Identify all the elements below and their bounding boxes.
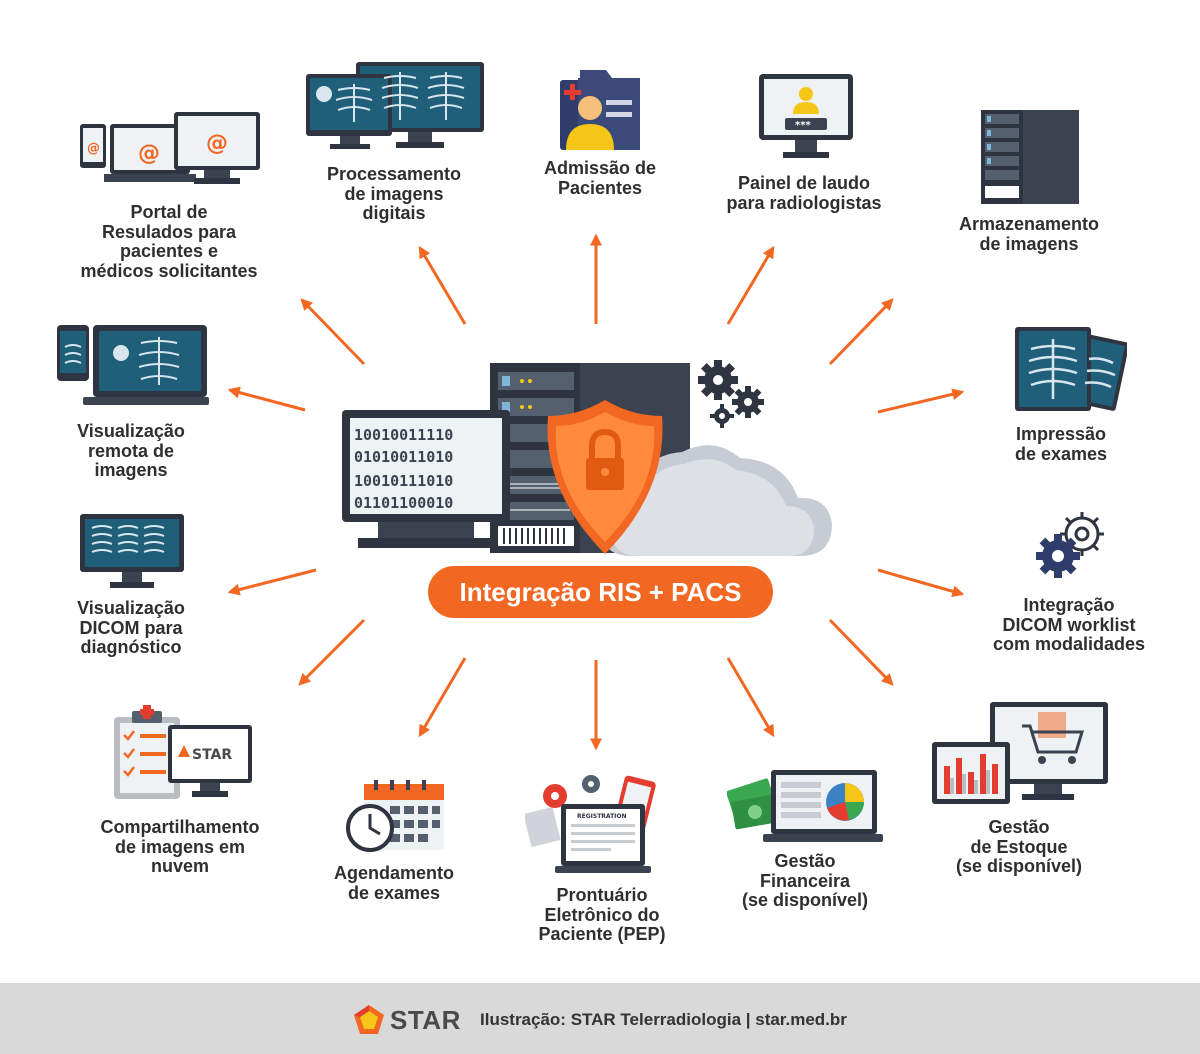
arrow-estoque xyxy=(828,618,894,686)
shield-lock-icon xyxy=(547,400,663,554)
central-ris-pacs-illustration: 10010011110 01010011010 10010111010 0110… xyxy=(342,360,832,556)
gear-icon xyxy=(698,360,764,428)
printed-xray-films-illustration xyxy=(1015,327,1127,411)
binary-line-1: 10010011110 xyxy=(354,426,453,444)
dicom-monitor-illustration xyxy=(80,514,184,588)
arrow-financeira xyxy=(726,657,775,738)
electronic-record-laptop-illustration: REGISTRATION xyxy=(525,775,656,873)
arrow-worklist xyxy=(877,568,965,598)
radiologist-login-monitor-illustration: *** xyxy=(759,74,853,158)
arrow-armazenamento xyxy=(828,298,894,366)
ris-pacs-badge: Integração RIS + PACS xyxy=(428,566,773,618)
inventory-monitor-illustration xyxy=(932,702,1108,804)
storage-server-illustration xyxy=(981,110,1079,204)
gear-icon xyxy=(1060,512,1104,556)
binary-line-3: 10010111010 xyxy=(354,472,453,490)
xray-monitors-illustration xyxy=(306,62,484,149)
email-icon: @ xyxy=(138,141,160,166)
arrow-portal xyxy=(300,298,366,366)
star-logo-icon xyxy=(354,1005,384,1034)
calendar-clock-illustration xyxy=(346,780,444,852)
star-footer-logo: STAR xyxy=(352,1003,464,1037)
patient-folder-illustration xyxy=(560,70,640,150)
password-dots: *** xyxy=(795,120,811,131)
arrow-impressao xyxy=(877,388,965,414)
pie-chart-icon xyxy=(826,783,864,821)
arrow-processamento xyxy=(418,245,467,325)
registration-text: REGISTRATION xyxy=(577,813,627,820)
email-icon: @ xyxy=(87,141,100,156)
multi-device-email-illustration: @ @ @ xyxy=(80,112,260,184)
arrow-dicom-diag xyxy=(227,568,317,596)
footer: STAR Ilustração: STAR Telerradiologia | … xyxy=(0,983,1200,1054)
arrow-remota xyxy=(227,386,306,412)
email-icon: @ xyxy=(206,131,228,156)
financial-laptop-illustration xyxy=(727,770,883,842)
binary-line-4: 01101100010 xyxy=(354,494,453,512)
arrow-nuvem xyxy=(298,618,366,686)
footer-credit: Ilustração: STAR Telerradiologia | star.… xyxy=(480,1010,847,1029)
star-logo-text: STAR xyxy=(192,747,232,763)
worklist-gears-illustration xyxy=(1036,512,1104,578)
arrow-agendamento xyxy=(418,657,467,738)
cloud-sharing-illustration: STAR xyxy=(114,705,252,799)
remote-viewing-devices-illustration xyxy=(57,325,209,405)
gear-icon xyxy=(1036,534,1080,578)
footer-logo-text: STAR xyxy=(390,1005,461,1035)
arrow-painel xyxy=(726,245,775,325)
binary-line-2: 01010011010 xyxy=(354,448,453,466)
